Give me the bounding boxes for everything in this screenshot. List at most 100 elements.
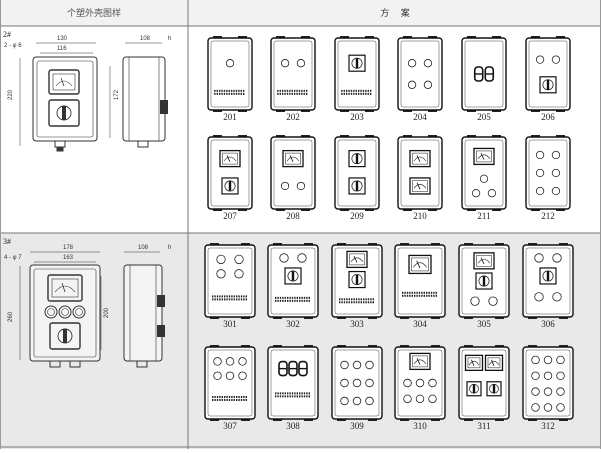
size-tag-3: 3#	[3, 237, 11, 246]
indicator-light-icon	[352, 378, 362, 388]
indicator-light-icon	[234, 269, 244, 279]
vent-grille-icon	[214, 89, 245, 95]
indicator-light-icon	[280, 59, 290, 68]
scheme-panel: 202	[270, 36, 316, 122]
panel-meter-icon	[473, 252, 495, 270]
scheme-panel: 211	[461, 135, 507, 221]
scheme-panel: 207	[207, 135, 253, 221]
digital-display-icon	[278, 360, 288, 377]
indicator-light-icon	[352, 396, 362, 406]
scheme-panel: 305	[458, 243, 510, 329]
scheme-label: 306	[541, 319, 555, 329]
scheme-label: 305	[477, 319, 491, 329]
indicator-light-icon	[488, 296, 498, 306]
panel-meter-icon	[282, 149, 304, 168]
indicator-light-icon	[340, 360, 349, 370]
scheme-panel: 210	[397, 135, 443, 221]
indicator-light-icon	[535, 168, 545, 178]
scheme-panel: 208	[270, 135, 316, 221]
rotary-switch-icon	[348, 54, 366, 72]
scheme-panel: 203	[334, 36, 380, 122]
indicator-light-icon	[556, 387, 565, 396]
indicator-light-icon	[280, 181, 290, 191]
dim-2-h: h	[168, 36, 171, 42]
panel-meter-icon	[346, 250, 368, 269]
rotary-switch-icon	[539, 76, 557, 94]
scheme-panel: 205	[461, 36, 507, 122]
rotary-switch-icon	[348, 150, 366, 168]
indicator-light-icon	[423, 59, 433, 68]
indicator-light-icon	[415, 394, 425, 404]
size-tag-2: 2#	[3, 30, 11, 39]
scheme-label: 212	[541, 211, 555, 221]
vent-grille-icon	[339, 298, 374, 304]
dim-2-holes: 2 - φ 6	[4, 43, 22, 49]
indicator-light-icon	[551, 150, 561, 160]
dim-2-inner: 116	[57, 46, 67, 52]
dim-3-holes: 4 - φ 7	[4, 255, 22, 261]
indicator-light-icon	[415, 378, 425, 388]
panel-meter-icon	[219, 149, 241, 168]
scheme-label: 201	[223, 112, 237, 122]
indicator-light-icon	[297, 253, 307, 263]
digital-display-icon	[473, 66, 484, 82]
dim-2-height: 220	[8, 89, 14, 100]
scheme-label: 312	[541, 421, 555, 431]
indicator-light-icon	[551, 186, 561, 196]
scheme-label: 301	[223, 319, 237, 329]
indicator-light-icon	[534, 253, 544, 263]
indicator-light-icon	[551, 55, 561, 64]
enclosure-3-drawing: 178 4 - φ 7 163 260 200 108 h	[4, 245, 171, 368]
rotary-switch-icon	[221, 177, 239, 195]
indicator-light-icon	[340, 378, 349, 388]
panel-meter-icon	[484, 354, 504, 371]
scheme-panel: 302	[267, 243, 319, 329]
indicator-light-icon	[407, 59, 417, 68]
vent-grille-icon	[212, 295, 247, 301]
panel-meter-icon	[408, 254, 432, 275]
indicator-light-icon	[535, 150, 545, 160]
vent-grille-icon	[277, 89, 308, 95]
indicator-light-icon	[551, 168, 561, 178]
scheme-panel: 212	[525, 135, 571, 221]
indicator-light-icon	[365, 378, 374, 388]
scheme-panel: 304	[394, 243, 446, 329]
dim-3-depth: 108	[138, 245, 149, 251]
vent-grille-icon	[341, 89, 372, 95]
scheme-panel: 306	[522, 243, 574, 329]
indicator-light-icon	[543, 371, 553, 381]
indicator-light-icon	[213, 371, 222, 381]
panel-meter-icon	[464, 354, 484, 371]
indicator-light-icon	[543, 355, 553, 365]
scheme-panel: 312	[522, 345, 574, 431]
dim-2-mount: 172	[114, 89, 120, 100]
indicator-light-icon	[213, 357, 222, 366]
indicator-light-icon	[531, 387, 540, 396]
vent-grille-icon	[212, 395, 247, 401]
right-column-title: 方 案	[380, 7, 409, 19]
indicator-light-icon	[403, 394, 412, 404]
indicator-light-icon	[534, 292, 544, 302]
indicator-light-icon	[556, 403, 565, 412]
indicator-light-icon	[225, 371, 235, 381]
rotary-switch-icon	[466, 381, 482, 397]
rotary-switch-icon	[348, 270, 366, 289]
scheme-label: 303	[350, 319, 364, 329]
dim-3-width: 178	[63, 245, 74, 251]
rotary-switch-icon	[348, 177, 366, 195]
indicator-light-icon	[352, 360, 362, 370]
indicator-light-icon	[238, 371, 247, 381]
indicator-light-icon	[365, 396, 374, 406]
scheme-label: 309	[350, 421, 364, 431]
scheme-label: 311	[477, 421, 490, 431]
scheme-label: 206	[541, 112, 555, 122]
scheme-panel: 308	[267, 345, 319, 431]
indicator-light-icon	[556, 355, 565, 365]
vent-grille-icon	[275, 392, 310, 398]
rotary-switch-icon	[284, 267, 302, 285]
panel-meter-icon	[409, 149, 431, 168]
indicator-light-icon	[531, 371, 540, 381]
